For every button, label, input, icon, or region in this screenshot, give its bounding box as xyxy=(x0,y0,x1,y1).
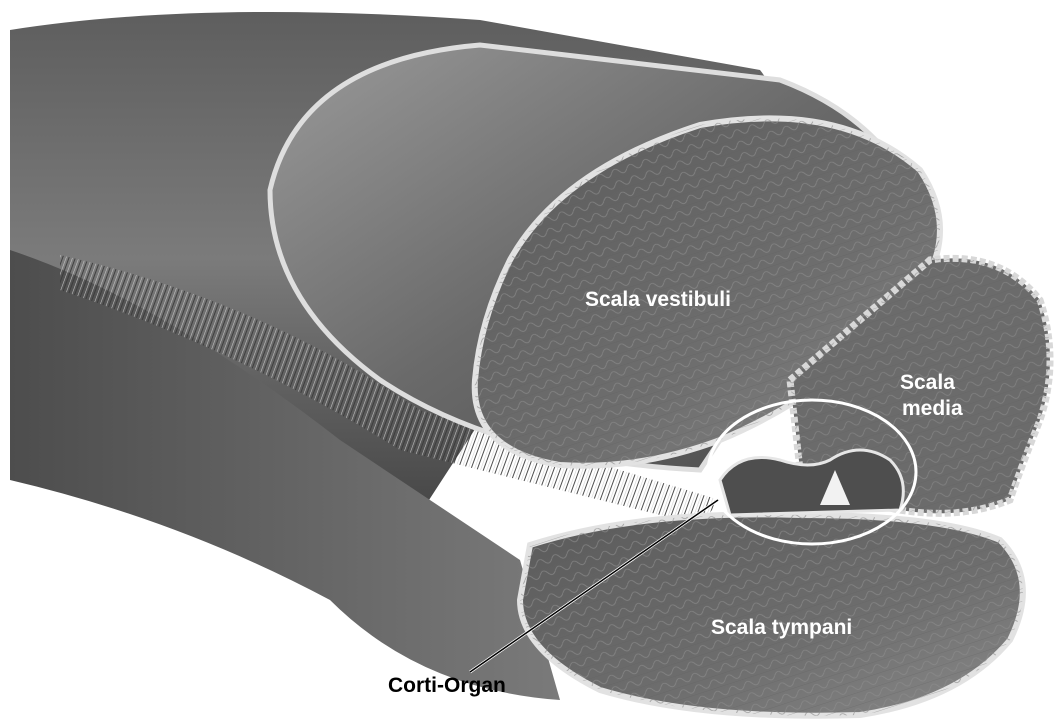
label-scala-media-line2: media xyxy=(902,396,963,421)
label-corti-organ: Corti-Organ xyxy=(388,673,506,698)
label-scala-vestibuli: Scala vestibuli xyxy=(585,287,731,312)
label-scala-tympani: Scala tympani xyxy=(711,615,852,640)
label-scala-media-line1: Scala xyxy=(900,370,955,395)
